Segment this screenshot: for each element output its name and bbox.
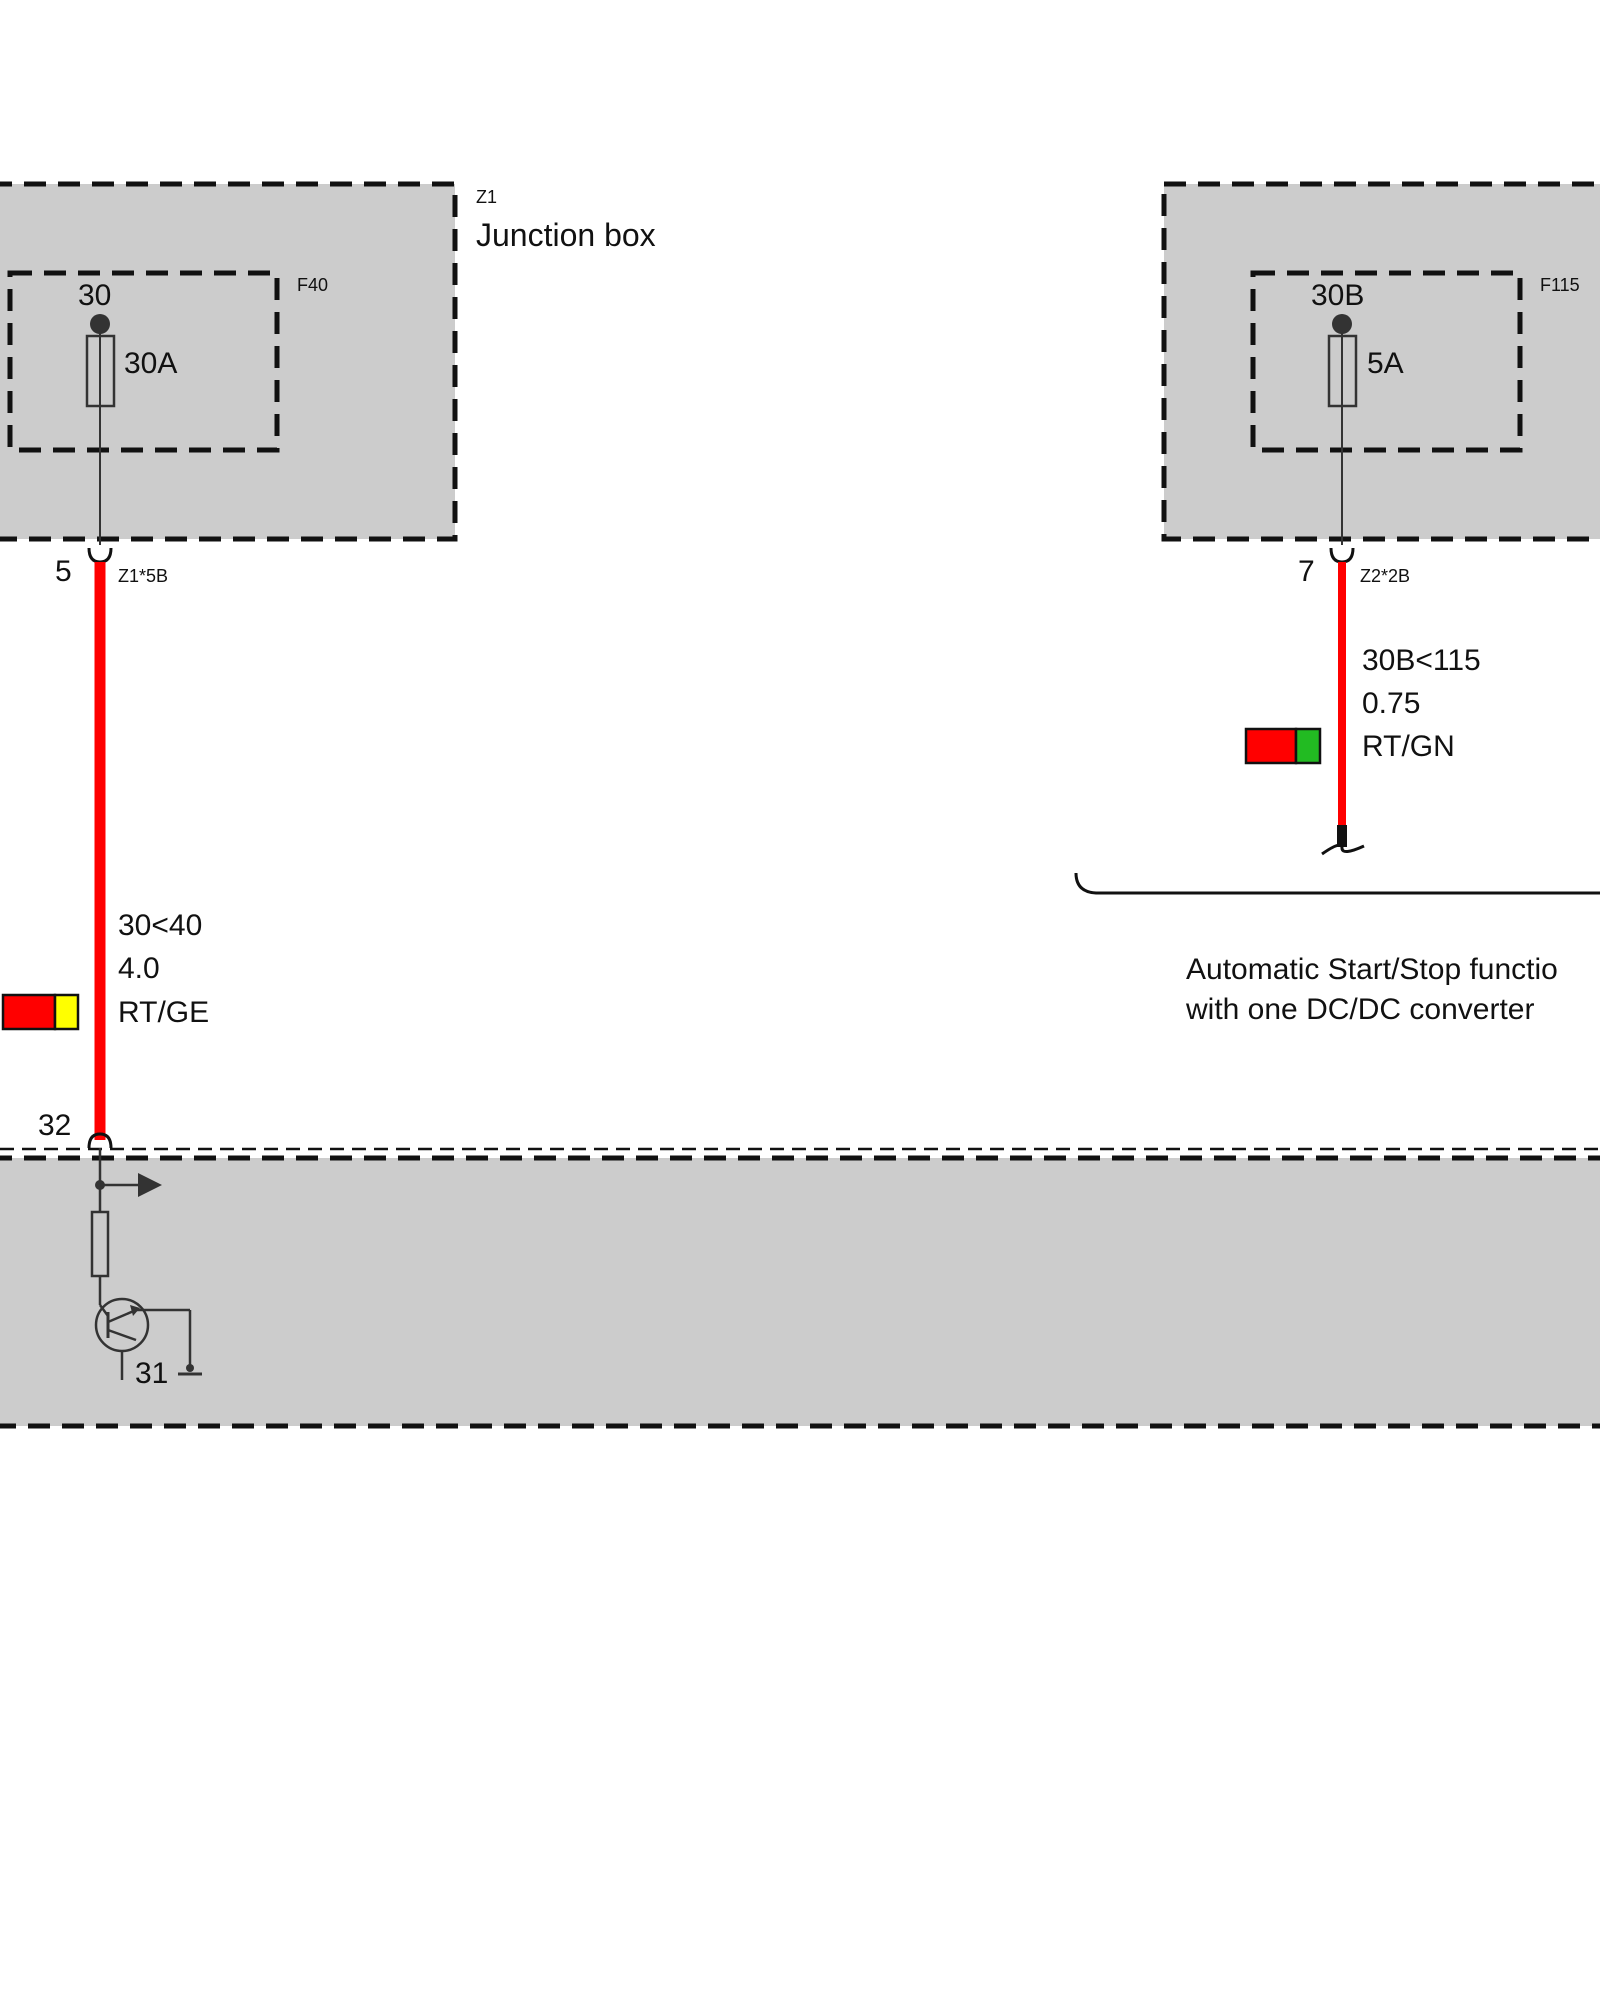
wire-left-color-swatch [1, 993, 80, 1031]
junction-box-left-section [0, 181, 458, 542]
wire-left-color-code: RT/GE [118, 996, 209, 1029]
connector-left-pin: 5 [55, 555, 72, 588]
junction-box-name: Junction box [476, 217, 656, 253]
wire-right-circuit: 30B<115 [1362, 644, 1481, 677]
fuse-f115-terminal: 30B [1311, 279, 1364, 312]
fuse-f115-rating: 5A [1367, 347, 1404, 380]
wire-right-cut-mark [1321, 843, 1365, 856]
internal-transistor-symbol [94, 1297, 192, 1380]
wire-left-gauge: 4.0 [118, 952, 160, 985]
lower-module [0, 1155, 1600, 1429]
wire-right-color-code: RT/GN [1362, 730, 1455, 763]
connector-right-pin: 7 [1298, 555, 1315, 588]
lower-module-input-pin: 32 [38, 1109, 71, 1142]
fuse-f115-code: F115 [1540, 275, 1580, 295]
connector-left-code: Z1*5B [118, 566, 168, 586]
wire-left-circuit: 30<40 [118, 909, 202, 942]
connector-left-symbol [87, 547, 113, 564]
fuse-f40-code: F40 [297, 275, 328, 295]
fuse-f40-terminal: 30 [78, 279, 111, 312]
wire-right-gauge: 0.75 [1362, 687, 1420, 720]
fuse-f115-housing [1250, 270, 1523, 453]
connector-right-symbol [1329, 547, 1355, 564]
junction-box-code: Z1 [476, 187, 497, 207]
note-line-1: Automatic Start/Stop functio [1186, 953, 1558, 986]
connector-lower-symbol [87, 1132, 113, 1149]
fuse-f40-rating: 30A [124, 347, 177, 380]
note-bracket [1074, 872, 1600, 895]
lower-module-ground-pin: 31 [135, 1357, 168, 1390]
internal-signal-arrow [138, 1173, 162, 1197]
fuse-f40-housing [7, 270, 280, 453]
junction-box-right-section [1161, 181, 1600, 542]
wire-right-color-swatch [1244, 727, 1322, 765]
ground-symbol [178, 1364, 202, 1376]
wire-right-end-cap [1337, 825, 1347, 847]
note-line-2: with one DC/DC converter [1185, 993, 1534, 1026]
connector-right-code: Z2*2B [1360, 566, 1410, 586]
